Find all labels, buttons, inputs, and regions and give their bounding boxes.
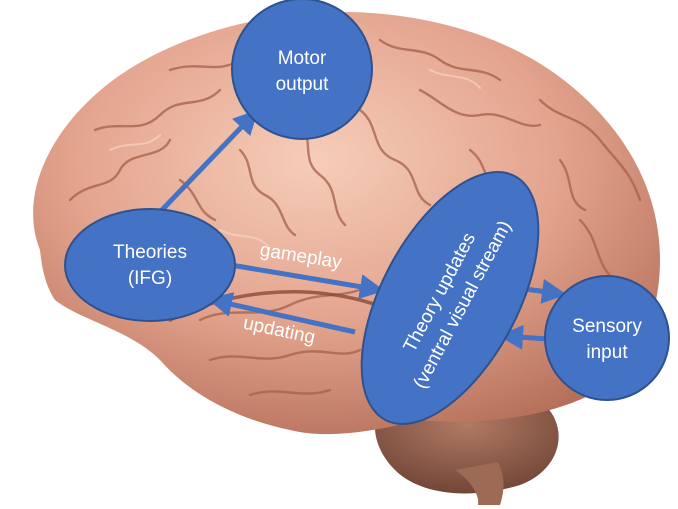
node-theories-line2: (IFG)	[128, 268, 172, 289]
brain-stem	[455, 462, 504, 505]
node-sensory-line2: input	[586, 342, 628, 363]
node-sensory-line1: Sensory	[572, 316, 642, 337]
arrow-sensory-to-updates	[498, 324, 549, 350]
diagram-arrows	[158, 109, 567, 350]
arrow-updates-to-sensory	[524, 278, 567, 304]
arrow-updating	[207, 292, 356, 335]
node-theories-line1: Theories	[113, 242, 187, 263]
arrow-theories-to-motor	[158, 109, 259, 214]
node-motor-line2: output	[276, 74, 330, 95]
node-sensory-input: Sensory input	[544, 275, 670, 401]
node-motor-output: Motor output	[231, 0, 373, 140]
node-theories: Theories (IFG)	[64, 208, 236, 322]
node-theory-updates: Theory updates (ventral visual stream)	[360, 171, 540, 425]
arrow-gameplay	[224, 261, 385, 300]
node-motor-line1: Motor	[278, 48, 327, 69]
